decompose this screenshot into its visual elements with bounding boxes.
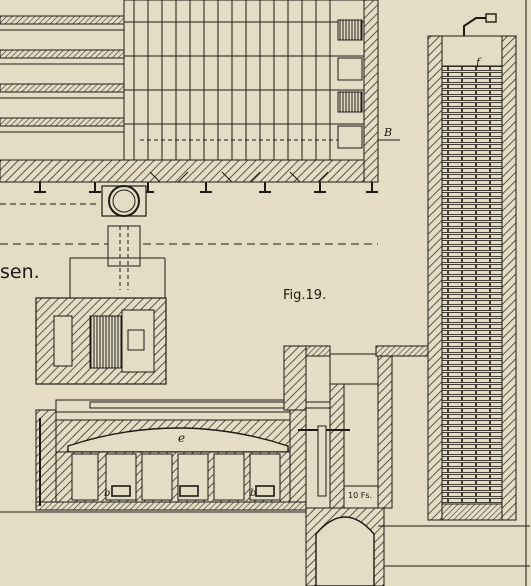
chimney-brick-stack <box>441 65 503 505</box>
chamber-grid <box>123 0 365 161</box>
pipe-inner-ring <box>112 189 136 213</box>
tunnel-arch <box>315 516 375 586</box>
label-e: e <box>178 431 185 445</box>
flue-bands <box>0 15 125 133</box>
label-b-small-2: b <box>250 488 256 499</box>
caption-partial: sen. <box>0 261 40 283</box>
vertical-duct <box>107 225 141 267</box>
chimney-tower: f <box>427 13 517 521</box>
oven-base <box>35 501 307 511</box>
firebox-grate <box>89 315 123 369</box>
oven-chambers <box>55 451 291 503</box>
firebox-column <box>337 19 363 149</box>
foundation-pegs <box>34 182 378 193</box>
chimney-right-wall <box>501 35 517 521</box>
scale-note: 10 Fs. <box>348 491 372 500</box>
top-plan-view: B <box>0 0 400 245</box>
firebox-chamber <box>121 309 155 373</box>
pipe-and-firebox <box>35 185 167 385</box>
oven-vault <box>67 427 289 453</box>
chimney-left-wall <box>427 35 443 521</box>
label-b: B <box>383 126 392 139</box>
label-b-small-1: b <box>104 488 110 499</box>
hoppers <box>149 171 329 183</box>
firebox-outline <box>69 257 166 298</box>
oven-section: e b b <box>0 399 331 513</box>
figure-label: Fig.19. <box>283 288 326 303</box>
label-f: f <box>475 56 482 69</box>
chimney-top-pipe <box>463 17 494 36</box>
flue-shaft: 10 Fs. <box>283 345 530 586</box>
kiln-right-wall <box>363 0 379 183</box>
oven-right-wall <box>289 409 307 511</box>
firebox-opening <box>53 315 73 367</box>
firebox-door <box>127 329 145 351</box>
